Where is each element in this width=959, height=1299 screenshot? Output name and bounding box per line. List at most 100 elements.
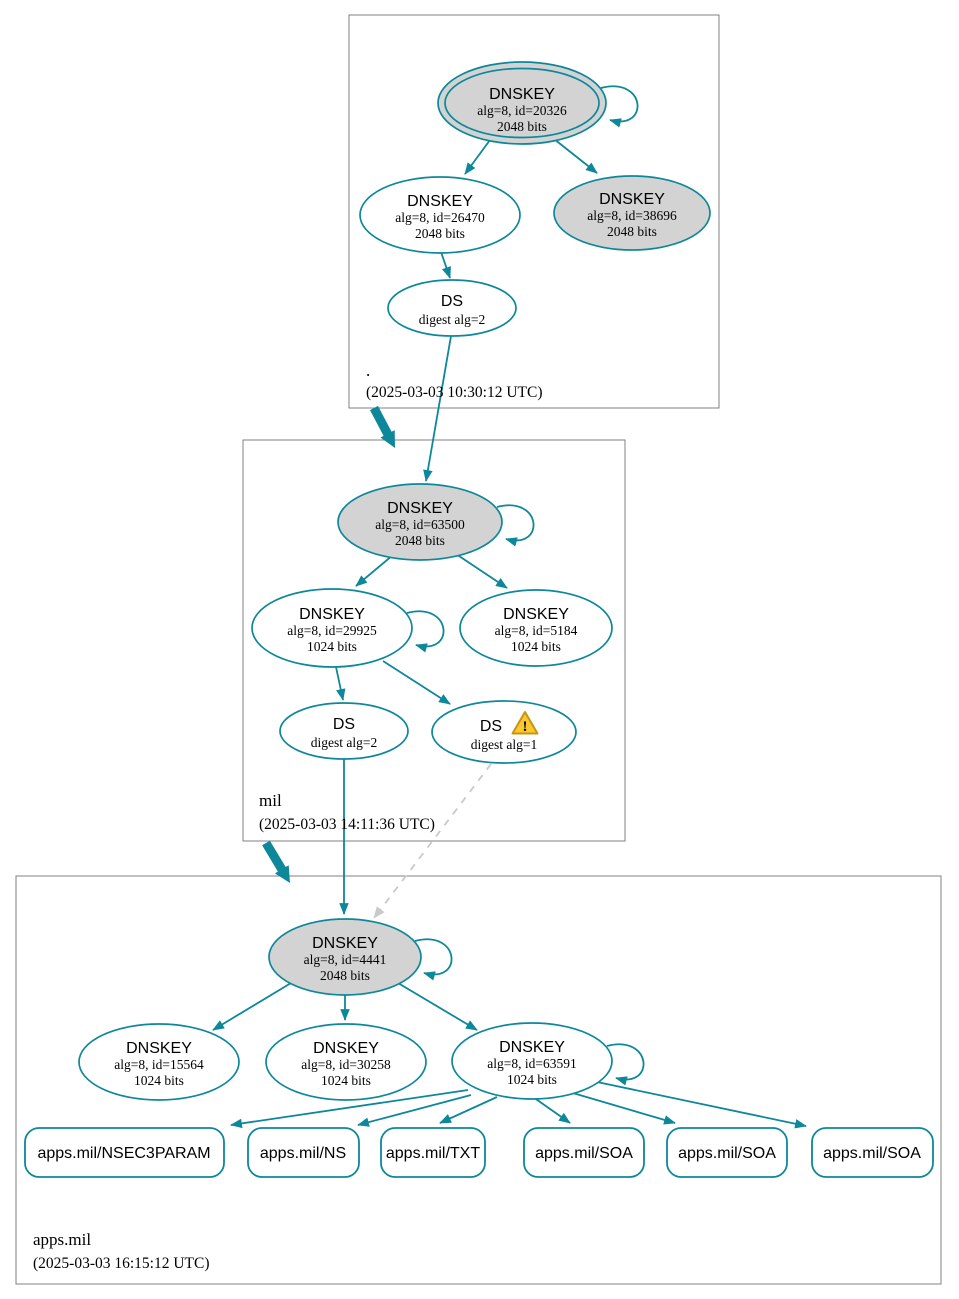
mil-ds-alg1-title: DS	[480, 718, 502, 735]
node-dnskey-30258[interactable]: DNSKEY alg=8, id=30258 1024 bits	[265, 1023, 427, 1101]
mil-ds-alg1-attrs: digest alg=1	[471, 737, 537, 752]
zone-box-mil	[242, 439, 626, 842]
dnskey-29925-bits: 1024 bits	[307, 639, 357, 654]
rrset-ns-label: apps.mil/NS	[260, 1145, 346, 1162]
warning-triangle-icon: !	[511, 711, 539, 735]
zone-label-apps-mil: apps.mil	[33, 1230, 91, 1249]
dnskey-5184-title: DNSKEY	[503, 606, 569, 623]
edge-ksk63500-self-loop	[496, 504, 535, 547]
dnskey-38696-title: DNSKEY	[599, 191, 665, 208]
node-dnskey-4441[interactable]: DNSKEY alg=8, id=4441 2048 bits	[268, 918, 422, 996]
dnskey-63500-shape	[337, 483, 503, 561]
dnskey-63500-attrs: alg=8, id=63500	[375, 517, 465, 532]
root-ds-shape	[387, 279, 517, 337]
rrset-soa-3-shape	[811, 1127, 934, 1178]
zone-timestamp-mil: (2025-03-03 14:11:36 UTC)	[259, 816, 435, 833]
node-rrset-nsec3param[interactable]: apps.mil/NSEC3PARAM	[24, 1127, 225, 1178]
dnskey-30258-shape	[265, 1023, 427, 1101]
dnskey-15564-title: DNSKEY	[126, 1040, 192, 1057]
node-dnskey-5184[interactable]: DNSKEY alg=8, id=5184 1024 bits	[459, 589, 613, 667]
node-dnskey-38696[interactable]: DNSKEY alg=8, id=38696 2048 bits	[553, 175, 711, 251]
node-mil-ds-alg1[interactable]: DS ! digest alg=1	[431, 700, 577, 764]
dnskey-20326-bits: 2048 bits	[497, 119, 547, 134]
dnskey-63500-title: DNSKEY	[387, 500, 453, 517]
dnskey-15564-bits: 1024 bits	[134, 1073, 184, 1088]
dnskey-30258-attrs: alg=8, id=30258	[301, 1057, 391, 1072]
dnskey-4441-shape	[268, 918, 422, 996]
dnskey-63500-bits: 2048 bits	[395, 533, 445, 548]
warning-exclamation: !	[523, 719, 528, 735]
node-dnskey-29925[interactable]: DNSKEY alg=8, id=29925 1024 bits	[251, 588, 413, 668]
mil-ds-alg2-attrs: digest alg=2	[311, 735, 377, 750]
zone-timestamp-apps-mil: (2025-03-03 16:15:12 UTC)	[33, 1255, 210, 1272]
edge-mil-ds-alg1-to-apps-ksk4441-dashed	[373, 763, 492, 919]
edge-ksk63500-to-zsk29925	[355, 554, 394, 587]
rrset-soa-2-label: apps.mil/SOA	[678, 1145, 776, 1162]
edge-ksk20326-to-dnskey38696	[553, 138, 598, 174]
root-ds-attrs: digest alg=2	[419, 312, 485, 327]
dnskey-63591-attrs: alg=8, id=63591	[487, 1056, 576, 1071]
rrset-txt-shape	[380, 1127, 486, 1178]
dnskey-63591-title: DNSKEY	[499, 1039, 565, 1056]
node-dnskey-63591[interactable]: DNSKEY alg=8, id=63591 1024 bits	[451, 1022, 613, 1100]
node-rrset-ns[interactable]: apps.mil/NS	[247, 1127, 360, 1178]
dnskey-38696-bits: 2048 bits	[607, 224, 657, 239]
zone-box-apps-mil	[15, 875, 942, 1285]
node-dnskey-15564[interactable]: DNSKEY alg=8, id=15564 1024 bits	[78, 1023, 240, 1101]
node-dnskey-63500[interactable]: DNSKEY alg=8, id=63500 2048 bits	[337, 483, 503, 561]
dnskey-15564-shape	[78, 1023, 240, 1101]
delegation-arrow-mil-to-apps-mil	[262, 840, 290, 883]
edge-zsk29925-self-loop	[406, 610, 445, 653]
node-rrset-txt[interactable]: apps.mil/TXT	[380, 1127, 486, 1178]
dnskey-20326-title: DNSKEY	[489, 86, 555, 103]
dnskey-26470-bits: 2048 bits	[415, 226, 465, 241]
warning-triangle-shape	[511, 711, 539, 735]
dnskey-29925-attrs: alg=8, id=29925	[287, 623, 377, 638]
dnskey-30258-bits: 1024 bits	[321, 1073, 371, 1088]
dnskey-38696-attrs: alg=8, id=38696	[587, 208, 677, 223]
edge-zsk29925-to-ds-alg2	[335, 666, 346, 701]
dnskey-30258-title: DNSKEY	[313, 1040, 379, 1057]
edge-ksk4441-self-loop	[414, 938, 453, 981]
node-mil-ds-alg2[interactable]: DS digest alg=2	[279, 702, 409, 760]
dnskey-4441-bits: 2048 bits	[320, 968, 370, 983]
dnskey-29925-title: DNSKEY	[299, 606, 365, 623]
edge-zsk63591-to-ns	[357, 1094, 472, 1127]
dnskey-26470-shape	[359, 176, 521, 254]
mil-ds-alg2-title: DS	[333, 716, 355, 733]
rrset-nsec3param-label: apps.mil/NSEC3PARAM	[37, 1145, 210, 1162]
edge-zsk63591-self-loop	[606, 1043, 645, 1086]
mil-ds-alg1-shape	[431, 700, 577, 764]
dnskey-5184-attrs: alg=8, id=5184	[495, 623, 578, 638]
node-dnskey-26470[interactable]: DNSKEY alg=8, id=26470 2048 bits	[359, 176, 521, 254]
rrset-ns-shape	[247, 1127, 360, 1178]
dnskey-4441-attrs: alg=8, id=4441	[304, 952, 387, 967]
rrset-txt-label: apps.mil/TXT	[386, 1145, 480, 1162]
edge-ksk20326-to-zsk26470	[464, 139, 491, 175]
dnskey-15564-attrs: alg=8, id=15564	[114, 1057, 204, 1072]
dnskey-20326-attrs: alg=8, id=20326	[477, 103, 567, 118]
dnskey-26470-attrs: alg=8, id=26470	[395, 210, 485, 225]
dnskey-5184-bits: 1024 bits	[511, 639, 561, 654]
node-rrset-soa-3[interactable]: apps.mil/SOA	[811, 1127, 934, 1178]
edge-zsk63591-to-soa-1	[532, 1096, 571, 1124]
zone-label-mil: mil	[259, 791, 282, 810]
dnskey-26470-title: DNSKEY	[407, 193, 473, 210]
rrset-soa-1-shape	[523, 1127, 645, 1178]
node-rrset-soa-1[interactable]: apps.mil/SOA	[523, 1127, 645, 1178]
dnskey-5184-shape	[459, 589, 613, 667]
zone-box-root	[348, 14, 720, 409]
zone-timestamp-root: (2025-03-03 10:30:12 UTC)	[366, 384, 543, 401]
mil-ds-alg2-shape	[279, 702, 409, 760]
zone-label-root: .	[366, 361, 370, 380]
node-dnskey-20326[interactable]: DNSKEY alg=8, id=20326 2048 bits	[437, 61, 607, 145]
edge-zsk26470-to-ds	[440, 251, 451, 279]
edge-ksk4441-to-zsk63591	[397, 982, 478, 1031]
delegation-arrow-root-to-mil	[370, 405, 395, 448]
root-ds-title: DS	[441, 293, 463, 310]
node-rrset-soa-2[interactable]: apps.mil/SOA	[666, 1127, 788, 1178]
node-root-ds[interactable]: DS digest alg=2	[387, 279, 517, 337]
dnskey-20326-inner-ring	[444, 67, 600, 139]
